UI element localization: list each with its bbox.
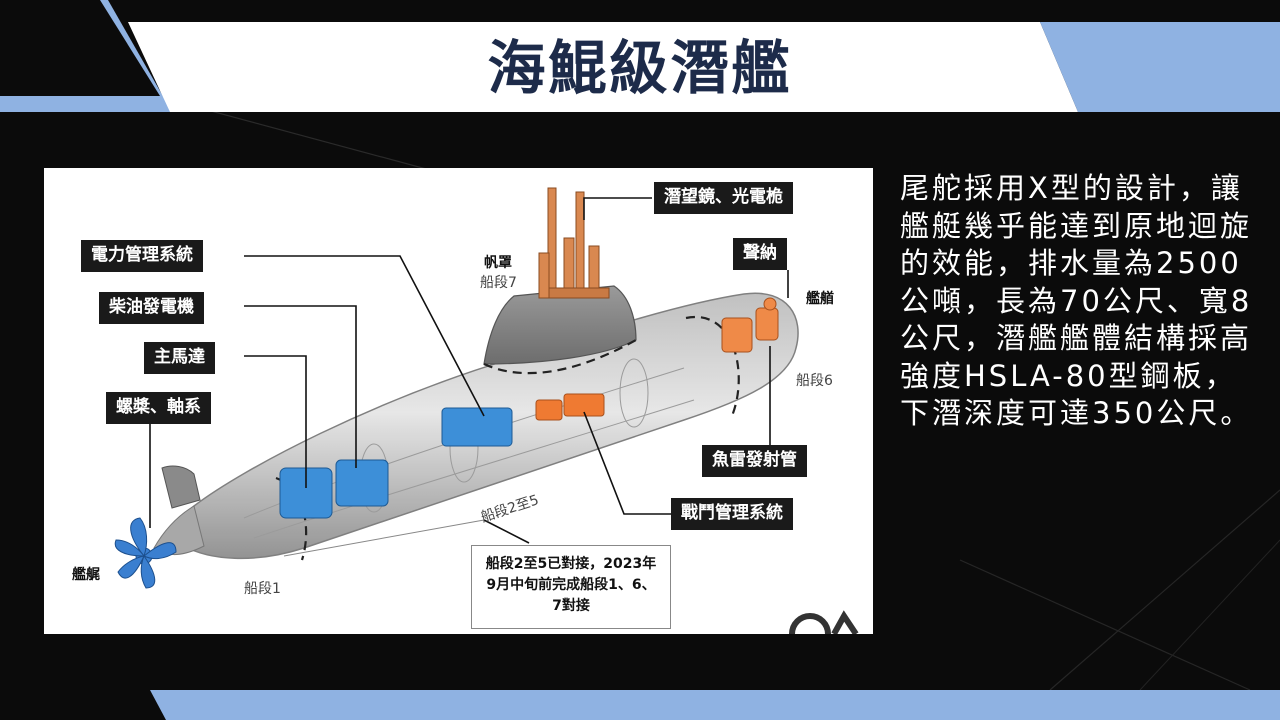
- assembly-note: 船段2至5已對接，2023年9月中旬前完成船段1、6、7對接: [471, 545, 671, 629]
- accent-stripe-top-right: [1040, 22, 1280, 112]
- accent-stripe-bottom: [150, 690, 1280, 720]
- callout-diesel-generator: 柴油發電機: [99, 292, 204, 324]
- submarine-illustration: [114, 187, 859, 634]
- callout-sonar: 聲納: [733, 238, 787, 270]
- title-bar: [128, 22, 1078, 112]
- label-section7: 船段7: [480, 275, 517, 291]
- submarine-diagram: 潛望鏡、光電桅 電力管理系統 柴油發電機 主馬達 螺槳、軸系 聲納 魚雷發射管 …: [44, 168, 873, 634]
- slide-title: 海鯤級潛艦: [487, 34, 793, 102]
- callout-power-management: 電力管理系統: [81, 240, 203, 272]
- propeller: [114, 517, 177, 589]
- label-sail: 帆罩: [484, 255, 512, 271]
- periscope-masts: [538, 187, 610, 299]
- label-section1: 船段1: [244, 581, 281, 597]
- power-management-block: [441, 407, 513, 447]
- watermark-logo: [789, 610, 859, 634]
- x-rudder: [161, 465, 201, 509]
- combat-management-block: [535, 393, 605, 421]
- callout-propeller-shaft: 螺槳、軸系: [106, 392, 211, 424]
- label-bow: 艦艏: [806, 291, 834, 307]
- main-motor-block: [279, 459, 389, 519]
- label-stern: 艦艉: [72, 567, 100, 583]
- sail: [483, 285, 637, 365]
- callout-main-motor: 主馬達: [144, 342, 215, 374]
- label-section6: 船段6: [796, 373, 833, 389]
- body-text: 尾舵採用X型的設計，讓艦艇幾乎能達到原地迴旋的效能，排水量為2500公噸，長為7…: [900, 171, 1253, 430]
- callout-combat-management: 戰鬥管理系統: [671, 498, 793, 530]
- bow-torpedo-block: [721, 297, 779, 353]
- callout-periscope: 潛望鏡、光電桅: [654, 182, 793, 214]
- callout-torpedo-tubes: 魚雷發射管: [702, 445, 807, 477]
